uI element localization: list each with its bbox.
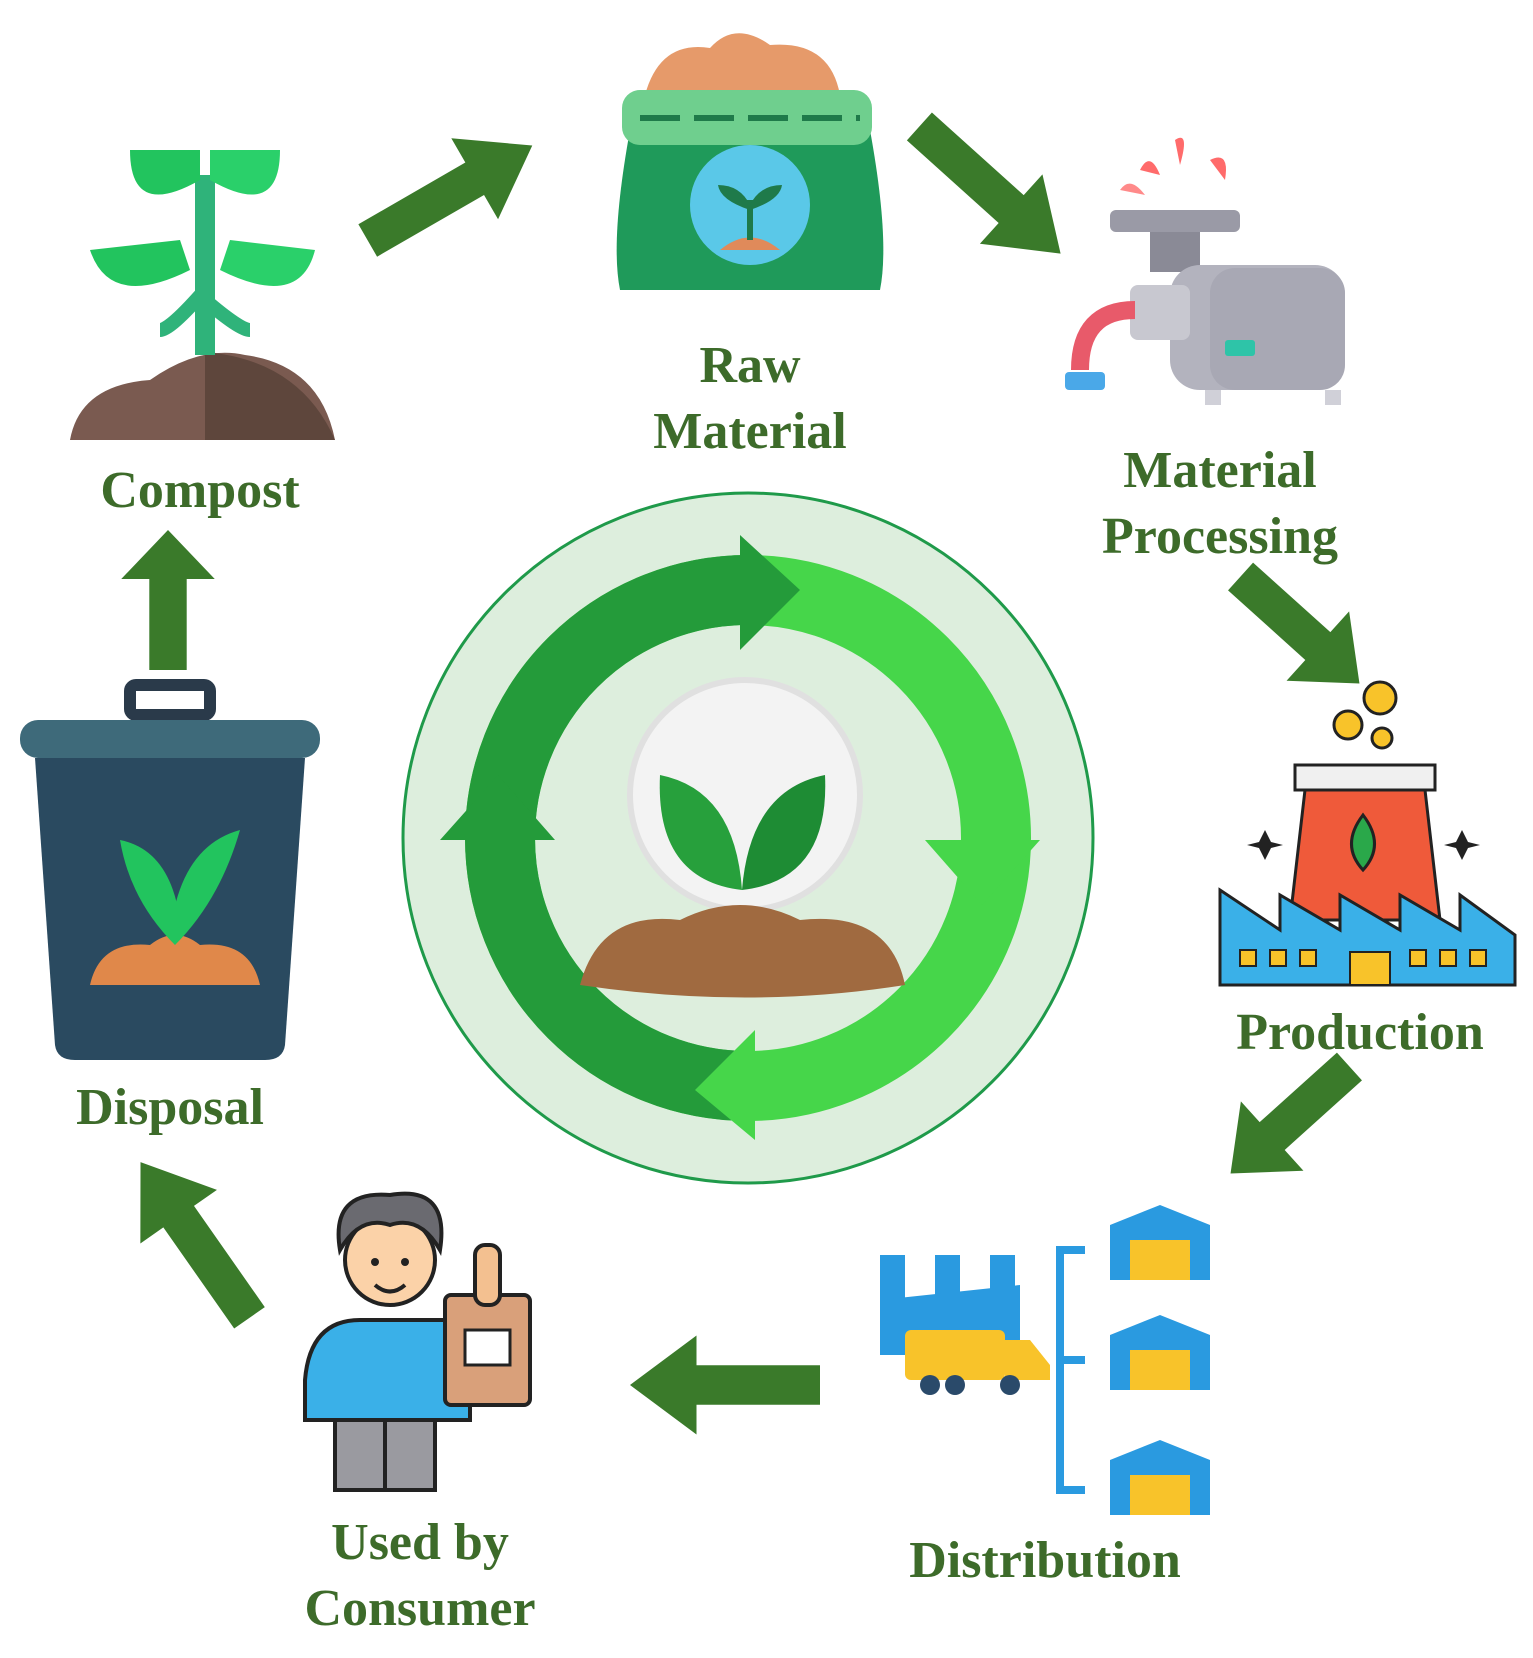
arrow-disposal-to-compost: [121, 530, 215, 670]
raw-material-label: Raw Material: [620, 333, 880, 465]
disposal-label-text: Disposal: [76, 1079, 264, 1136]
warehouse-network-icon: [880, 1205, 1210, 1515]
grinder-machine-icon: [1065, 137, 1345, 405]
production-label: Production: [1210, 1000, 1510, 1066]
arrow-raw-to-processing: [888, 91, 1092, 289]
factory-icon: [1218, 680, 1517, 987]
material-processing-label-line1: Material: [1123, 442, 1317, 499]
material-processing-label-line2: Processing: [1102, 508, 1338, 565]
arrow-compost-to-raw: [344, 105, 556, 281]
compost-label-text: Compost: [100, 462, 300, 519]
eco-trash-bin-icon: [20, 679, 320, 1060]
distribution-label-text: Distribution: [909, 1532, 1181, 1589]
consumer-label-line2: Consumer: [304, 1580, 536, 1637]
material-processing-label: Material Processing: [1070, 438, 1370, 570]
consumer-label: Used by Consumer: [270, 1510, 570, 1642]
production-label-text: Production: [1236, 1004, 1484, 1061]
raw-material-label-line1: Raw: [699, 337, 801, 394]
seed-sack-icon: [616, 33, 884, 290]
recycle-cycle-icon: [401, 491, 1095, 1185]
arrow-consumer-to-disposal: [102, 1135, 288, 1345]
raw-material-label-line2: Material: [653, 403, 847, 460]
arrow-distribution-to-consumer: [630, 1335, 820, 1435]
distribution-label: Distribution: [880, 1528, 1210, 1594]
disposal-label: Disposal: [50, 1075, 290, 1141]
person-with-bag-icon: [303, 1191, 532, 1492]
compost-label: Compost: [80, 458, 320, 524]
sprout-in-soil-icon: [70, 150, 335, 440]
consumer-label-line1: Used by: [331, 1514, 509, 1571]
